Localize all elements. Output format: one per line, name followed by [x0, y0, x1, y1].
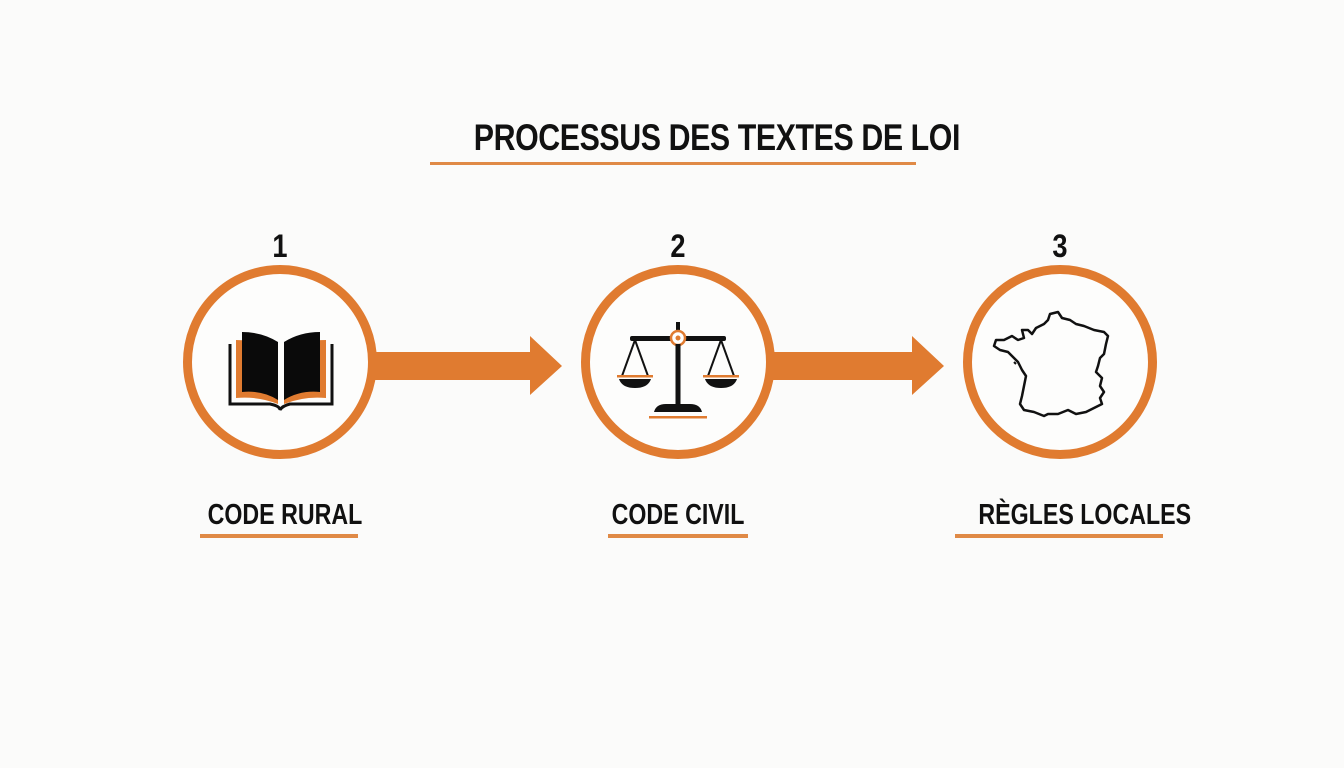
step-label-1: CODE RURAL: [207, 499, 363, 531]
scales-of-justice-icon: [617, 322, 739, 419]
step-label-underline-1: [200, 534, 358, 538]
step-label-underline-3: [955, 534, 1163, 538]
step-circle-3: [963, 265, 1157, 459]
step-circle-1: [183, 265, 377, 459]
step-number-1: 1: [272, 228, 288, 264]
open-book-icon: [228, 332, 334, 411]
france-map-icon: [992, 310, 1110, 418]
arrow-right-icon: [772, 336, 946, 396]
step-label-2: CODE CIVIL: [611, 499, 745, 531]
arrow-right-icon: [372, 336, 564, 396]
diagram-title: PROCESSUS DES TEXTES DE LOI: [473, 117, 961, 158]
step-circle-2: [581, 265, 775, 459]
step-label-underline-2: [608, 534, 748, 538]
step-number-3: 3: [1052, 228, 1068, 264]
step-number-2: 2: [670, 228, 686, 264]
title-underline: [430, 162, 916, 165]
step-label-3: RÈGLES LOCALES: [978, 499, 1192, 531]
